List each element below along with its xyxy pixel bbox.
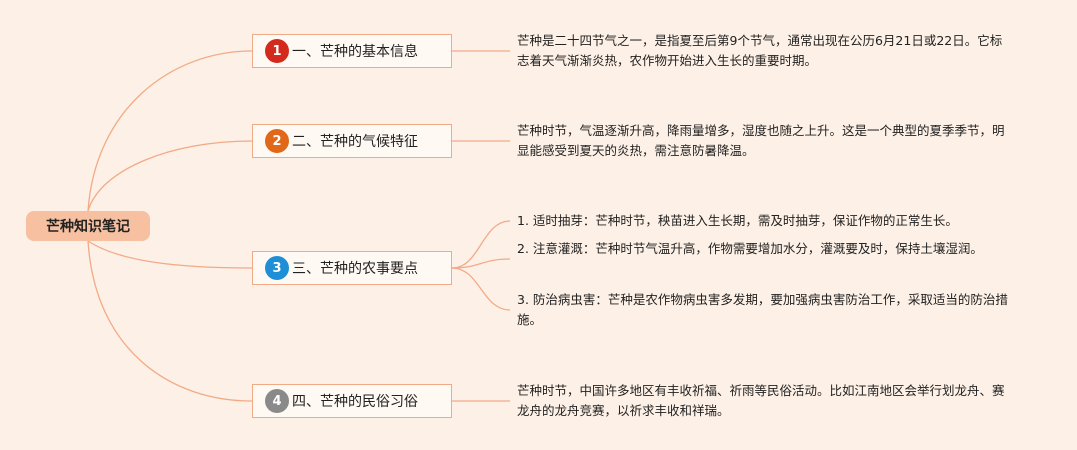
branch-3-to-detail-3-line	[451, 267, 511, 311]
root-to-branch-4-line	[87, 240, 253, 402]
root-node-label: 芒种知识笔记	[46, 219, 130, 235]
branch-node-2[interactable]: 2 二、芒种的气候特征	[252, 124, 452, 158]
branch-3-detail-3: 3. 防治病虫害：芒种是农作物病虫害多发期，要加强病虫害防治工作，采取适当的防治…	[517, 292, 1008, 327]
branch-node-3[interactable]: 3 三、芒种的农事要点	[252, 251, 452, 285]
branch-3-label: 三、芒种的农事要点	[292, 261, 418, 277]
branch-2-detail: 芒种时节，气温逐渐升高，降雨量增多，湿度也随之上升。这是一个典型的夏季季节，明显…	[517, 123, 1005, 158]
branch-3-detail-2: 2. 注意灌溉：芒种时节气温升高，作物需要增加水分，灌溉要及时，保持土壤湿润。	[517, 241, 983, 256]
root-to-branch-2-line	[87, 140, 253, 212]
root-node[interactable]: 芒种知识笔记	[26, 211, 150, 241]
number-4-icon: 4	[265, 389, 289, 413]
branch-1-detail: 芒种是二十四节气之一，是指夏至后第9个节气，通常出现在公历6月21日或22日。它…	[517, 33, 1003, 68]
number-2-icon: 2	[265, 129, 289, 153]
number-3-icon: 3	[265, 256, 289, 280]
branch-2-label: 二、芒种的气候特征	[292, 134, 418, 150]
branch-4-label: 四、芒种的民俗习俗	[292, 394, 418, 410]
branch-3-detail-1: 1. 适时抽芽：芒种时节，秧苗进入生长期，需及时抽芽，保证作物的正常生长。	[517, 213, 958, 228]
branch-1-label: 一、芒种的基本信息	[292, 44, 418, 60]
branch-4-detail: 芒种时节，中国许多地区有丰收祈福、祈雨等民俗活动。比如江南地区会举行划龙舟、赛龙…	[517, 383, 1005, 418]
branch-node-1[interactable]: 1 一、芒种的基本信息	[252, 34, 452, 68]
branch-node-4[interactable]: 4 四、芒种的民俗习俗	[252, 384, 452, 418]
branch-3-to-detail-2-line	[451, 258, 511, 269]
root-to-branch-3-line	[87, 240, 253, 269]
root-to-branch-1-line	[87, 50, 253, 212]
branch-3-to-detail-1-line	[451, 220, 511, 269]
number-1-icon: 1	[265, 39, 289, 63]
